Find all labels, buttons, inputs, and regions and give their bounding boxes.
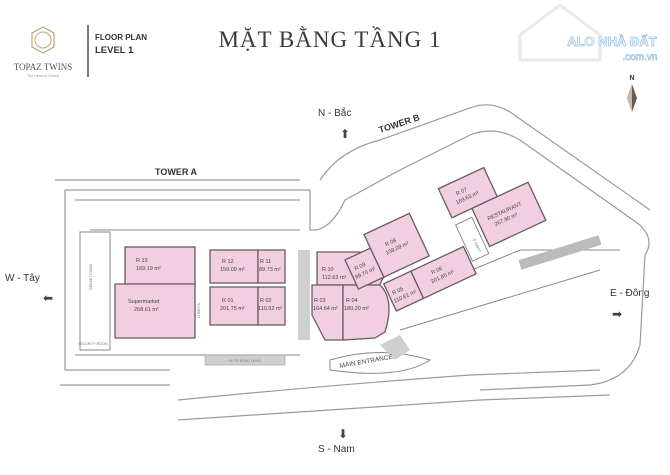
room-restaurant[interactable]: RESTAURANT 267.90 m² [471, 181, 547, 248]
svg-text:R 13: R 13 [136, 258, 148, 264]
watermark-text: ALO NHÀ ĐẤT [567, 34, 657, 49]
topaz-twins-logo: TOPAZ TWINS The Heart of Central [14, 26, 73, 78]
room-r08[interactable]: R 08 159.09 m² [363, 212, 431, 278]
room-r01[interactable]: R 01 201.75 m² [209, 286, 259, 326]
tower-b-label: TOWER B [378, 112, 422, 135]
svg-text:R 03: R 03 [314, 298, 326, 304]
svg-text:268.61 m²: 268.61 m² [134, 307, 159, 313]
arrow-down-icon: ⬇ [338, 427, 348, 441]
arrow-up-icon: ⬆ [340, 127, 350, 141]
svg-text:R 02: R 02 [260, 298, 272, 304]
arrow-right-icon: ➡ [612, 307, 622, 321]
direction-north: N - Bắc [318, 106, 351, 119]
lobby-a-label: LOBBY A [197, 303, 201, 318]
svg-text:Supermarket: Supermarket [128, 299, 160, 305]
direction-east: E - Đông [610, 288, 649, 299]
logo-brand: TOPAZ TWINS [14, 62, 73, 72]
genset-room-label: GENSET ROOM [89, 264, 93, 290]
room-supermarket[interactable]: Supermarket 268.61 m² [114, 283, 196, 339]
svg-text:201.75 m²: 201.75 m² [220, 306, 245, 312]
tower-b-rooms: R 09 89.70 m² R 08 159.09 m² R 05 110.61… [344, 166, 547, 312]
room-r12[interactable]: R 12 159.09 m² [209, 249, 259, 284]
page-title: MẶT BẰNG TẦNG 1 [218, 26, 441, 52]
logo-tagline: The Heart of Central [27, 74, 59, 78]
svg-text:R 11: R 11 [260, 259, 271, 265]
site-outline [55, 104, 651, 421]
svg-text:R 07: R 07 [455, 187, 468, 197]
direction-west: W - Tây [5, 273, 40, 284]
svg-text:112.63 m²: 112.63 m² [322, 275, 347, 281]
svg-text:R 09: R 09 [354, 262, 367, 272]
tower-b-lobby: LOBBY B [455, 216, 490, 262]
ramp-label: UP TO ROAD LEVEL [228, 359, 262, 363]
svg-text:110.52 m²: 110.52 m² [258, 306, 283, 312]
svg-text:R 10: R 10 [322, 267, 334, 273]
svg-text:R 04: R 04 [346, 298, 358, 304]
watermark: ALO NHÀ ĐẤT .com.vn [518, 3, 658, 63]
room-r04[interactable]: R 04 180.20 m² [342, 284, 390, 341]
svg-text:R 06: R 06 [431, 266, 444, 276]
svg-text:159.09 m²: 159.09 m² [220, 267, 245, 273]
svg-text:R 12: R 12 [222, 259, 234, 265]
security-room-label: SECURITY ROOM [78, 342, 108, 346]
svg-text:N: N [629, 75, 634, 82]
svg-text:LOBBY B: LOBBY B [472, 237, 482, 253]
room-r06[interactable]: R 06 201.85 m² [410, 245, 478, 300]
svg-text:R 01: R 01 [222, 298, 234, 304]
svg-text:164.64 m²: 164.64 m² [313, 306, 338, 312]
svg-text:89.73 m²: 89.73 m² [259, 267, 281, 273]
tower-a-label: TOWER A [155, 167, 197, 177]
direction-south: S - Nam [318, 444, 355, 455]
room-r07[interactable]: R 07 169.63 m² [437, 166, 499, 219]
svg-text:R 08: R 08 [384, 238, 397, 248]
room-r02[interactable]: R 02 110.52 m² [257, 286, 286, 326]
svg-text:169.19 m²: 169.19 m² [136, 266, 161, 272]
room-r13[interactable]: R 13 169.19 m² [124, 246, 196, 285]
svg-text:R 05: R 05 [392, 286, 405, 296]
level-label: LEVEL 1 [95, 45, 134, 56]
svg-text:180.20 m²: 180.20 m² [344, 306, 369, 312]
watermark-domain: .com.vn [622, 52, 657, 63]
room-r03[interactable]: R 03 164.64 m² [311, 284, 344, 341]
floor-plan-label: FLOOR PLAN [95, 33, 147, 42]
arrow-left-icon: ⬅ [43, 291, 53, 305]
room-r09[interactable]: R 09 89.70 m² [344, 247, 385, 290]
room-r11[interactable]: R 11 89.73 m² [257, 249, 286, 284]
compass-icon: N [627, 75, 637, 112]
